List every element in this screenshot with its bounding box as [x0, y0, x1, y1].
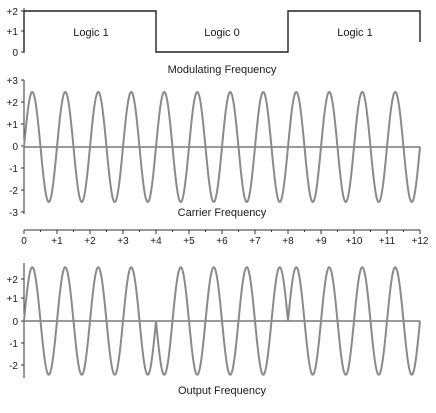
output-y-tick-label: +2 [7, 275, 19, 286]
segment-label-logic-1: Logic 1 [337, 27, 372, 39]
carrier-y-tick-label: 0 [12, 142, 18, 153]
carrier-caption: Carrier Frequency [178, 207, 267, 219]
time-axis-tick-label: +6 [216, 236, 228, 247]
carrier-sine-wave [23, 90, 421, 204]
time-axis-tick-label: 0 [21, 236, 27, 247]
modulating-y-tick-label: +1 [7, 27, 19, 38]
output-y-tick-label: -1 [9, 339, 18, 350]
time-axis-tick-label: +4 [150, 236, 162, 247]
modulating-square-wave [23, 10, 421, 53]
time-axis-tick-label: +11 [379, 236, 396, 247]
carrier-y-tick-label: -3 [9, 208, 18, 219]
output-psk-wave [23, 266, 421, 376]
output-y-tick-label: +1 [7, 294, 19, 305]
carrier-y-tick-label: +1 [7, 120, 19, 131]
modulating-y-tick-label: +2 [7, 7, 19, 18]
time-axis-tick-label: +2 [84, 236, 96, 247]
time-axis-tick-label: +7 [249, 236, 261, 247]
segment-label-logic-1: Logic 1 [73, 27, 108, 39]
modulating-caption: Modulating Frequency [168, 64, 277, 76]
output-caption: Output Frequency [178, 385, 267, 397]
carrier-y-tick-label: +2 [7, 98, 19, 109]
output-y-tick-label: 0 [12, 317, 18, 328]
time-axis-tick-label: +5 [183, 236, 195, 247]
carrier-y-tick-label: -2 [9, 186, 18, 197]
carrier-y-tick-label: -1 [9, 164, 18, 175]
time-axis-tick-label: +12 [412, 236, 429, 247]
modulating-y-tick-label: 0 [12, 48, 18, 59]
time-axis-tick-label: +3 [117, 236, 129, 247]
carrier-panel: +3 +2 +1 0 -1 -2 -3 Carrier Frequency [7, 76, 421, 219]
carrier-y-tick-label: +3 [7, 76, 19, 87]
segment-label-logic-0: Logic 0 [204, 27, 239, 39]
time-axis-tick-label: +10 [346, 236, 363, 247]
modulating-panel: +2 +1 0 Logic 1 Logic 0 Logic 1 Modulati… [7, 7, 421, 76]
time-axis-tick-label: +8 [282, 236, 294, 247]
output-y-tick-label: -2 [9, 361, 18, 372]
output-panel: +2 +1 0 -1 -2 Output Frequency [7, 263, 421, 397]
time-axis-tick-label: +1 [51, 236, 63, 247]
time-axis: 0 +1 +2 +3 +4 +5 +6 +7 +8 +9 +10 +11 +12 [21, 229, 429, 247]
time-axis-tick-label: +9 [315, 236, 327, 247]
